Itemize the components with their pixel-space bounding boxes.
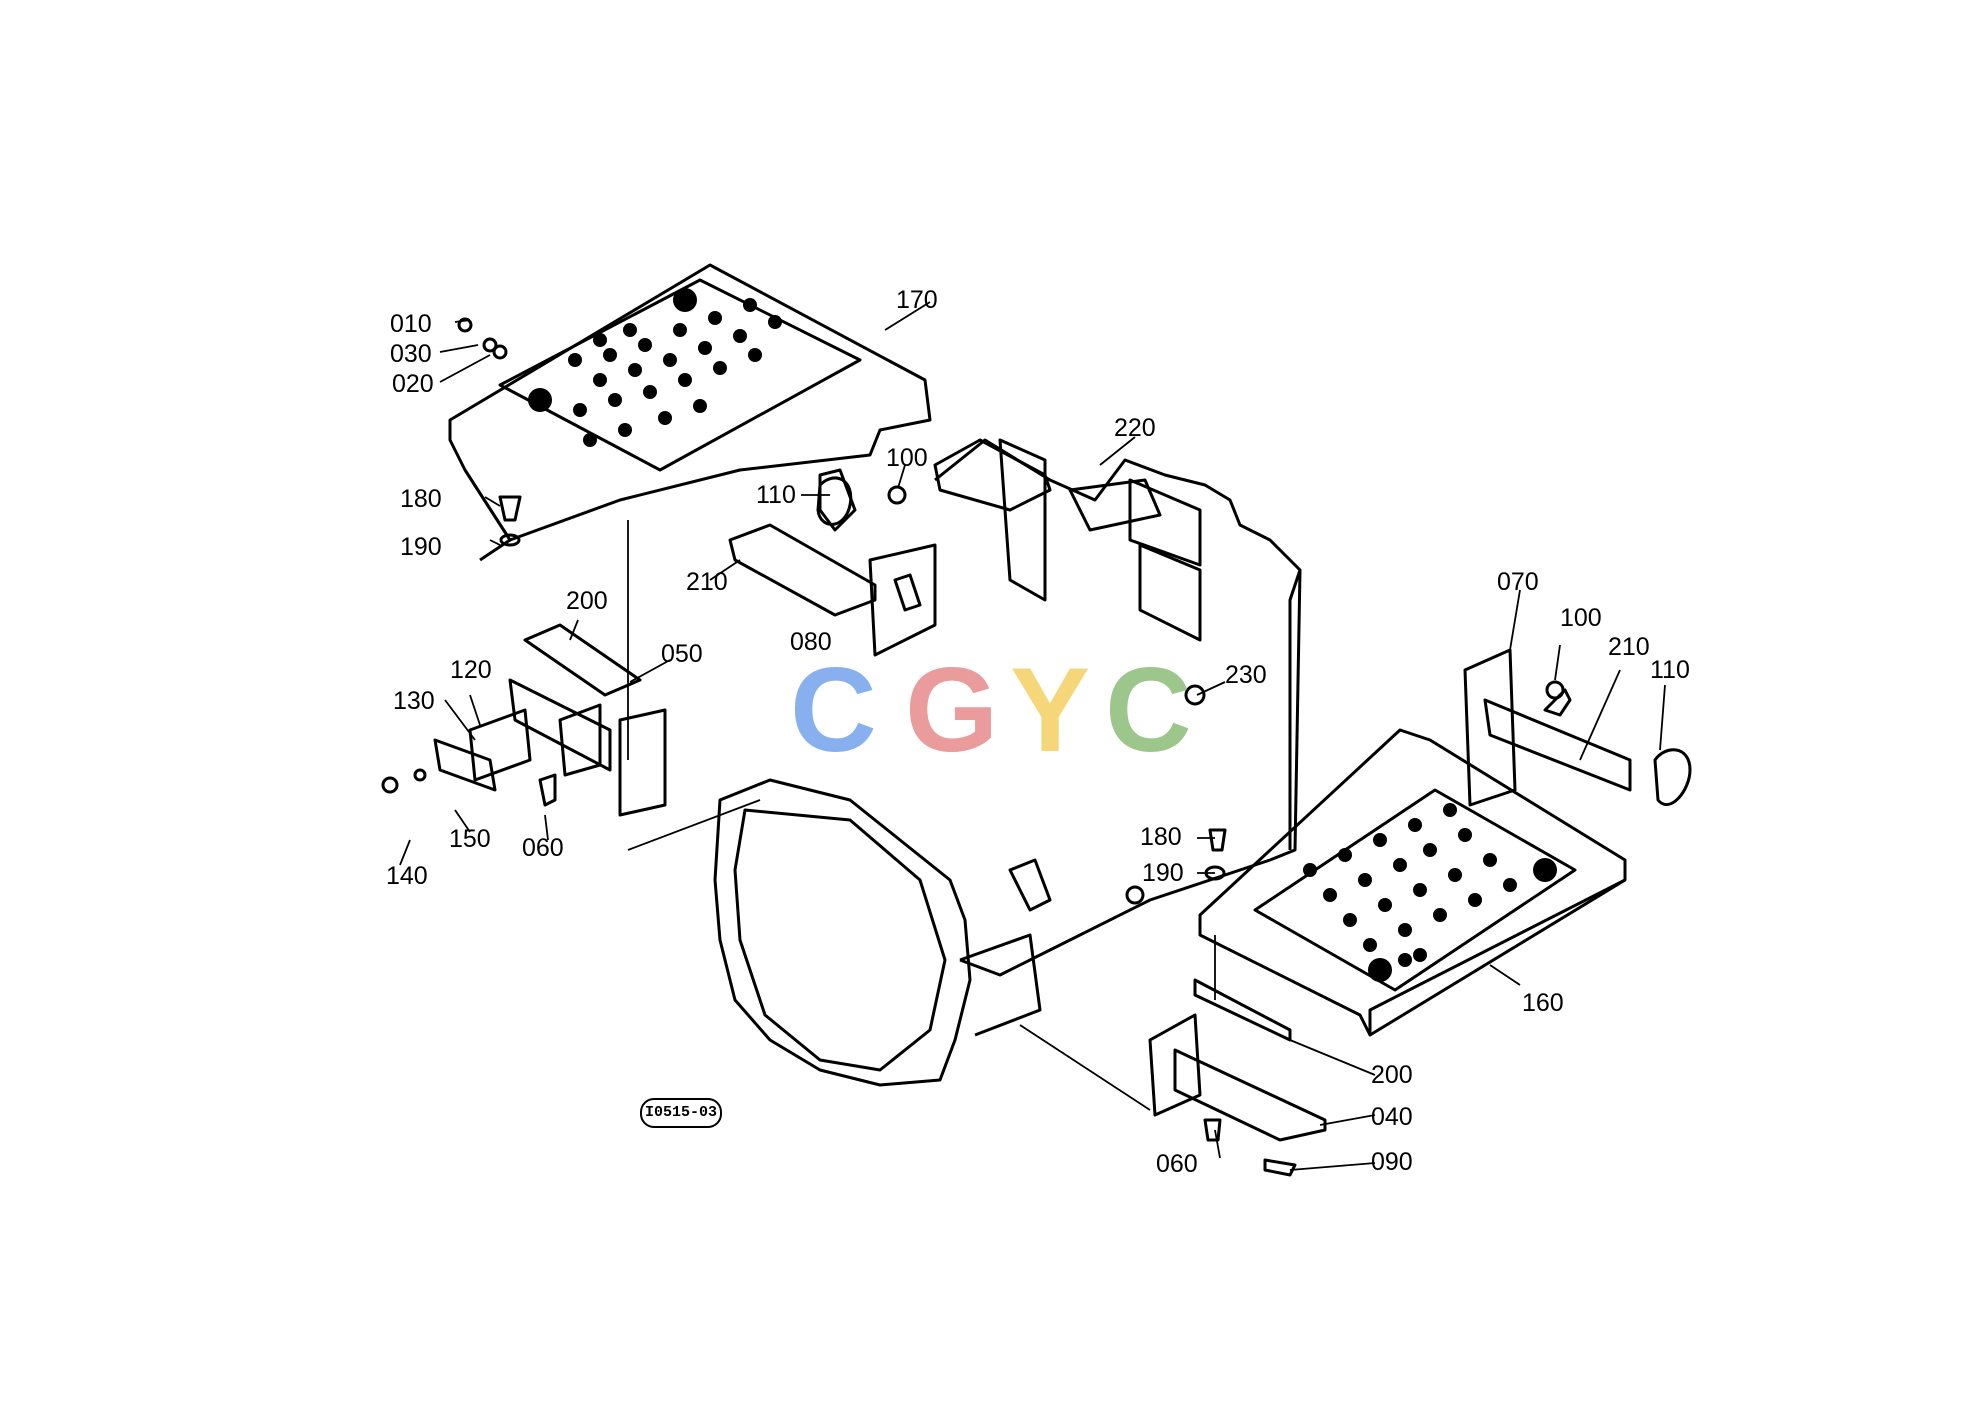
floor-plate-170 (448, 263, 932, 562)
part-label-170: 170 (896, 286, 938, 314)
leader-lines (399, 301, 1666, 1171)
part-label-130: 130 (393, 687, 435, 715)
floor-plate-160 (1198, 728, 1627, 1037)
floor-plate-170-holes (528, 288, 782, 447)
part-label-150: 150 (449, 825, 491, 853)
part-label-110-top: 110 (756, 481, 796, 509)
part-label-100-right: 100 (1560, 604, 1602, 632)
left-step-brackets (433, 623, 667, 817)
part-label-190-right: 190 (1142, 859, 1184, 887)
part-label-020: 020 (392, 370, 434, 398)
reference-code-badge: I0515-03 (640, 1098, 722, 1128)
part-label-050: 050 (661, 640, 703, 668)
part-label-060-left: 060 (522, 834, 564, 862)
part-label-200-left: 200 (566, 587, 608, 615)
central-frame (934, 438, 1302, 977)
part-label-230: 230 (1225, 661, 1267, 689)
bracket-220 (933, 438, 1162, 532)
part-label-070: 070 (1497, 568, 1539, 596)
floor-plate-160-holes (1303, 803, 1557, 982)
part-label-040: 040 (1371, 1103, 1413, 1131)
part-label-220: 220 (1114, 414, 1156, 442)
part-label-210-left: 210 (686, 568, 728, 596)
part-label-120: 120 (450, 656, 492, 684)
part-label-140: 140 (386, 862, 428, 890)
part-label-180-right: 180 (1140, 823, 1182, 851)
part-label-090: 090 (1371, 1148, 1413, 1176)
part-label-030: 030 (390, 340, 432, 368)
flywheel-housing (713, 778, 1052, 1087)
part-label-110-right: 110 (1650, 656, 1690, 684)
part-label-080: 080 (790, 628, 832, 656)
part-label-060-right: 060 (1156, 1150, 1198, 1178)
part-label-200-right: 200 (1371, 1061, 1413, 1089)
part-label-190-left: 190 (400, 533, 442, 561)
part-label-210-right: 210 (1608, 633, 1650, 661)
part-label-010: 010 (390, 310, 432, 338)
fasteners (381, 317, 1565, 1177)
center-bracket-080 (728, 468, 937, 657)
right-step-brackets (1148, 648, 1692, 1142)
part-label-100-top: 100 (886, 444, 928, 472)
part-label-160: 160 (1522, 989, 1564, 1017)
part-label-180-left: 180 (400, 485, 442, 513)
